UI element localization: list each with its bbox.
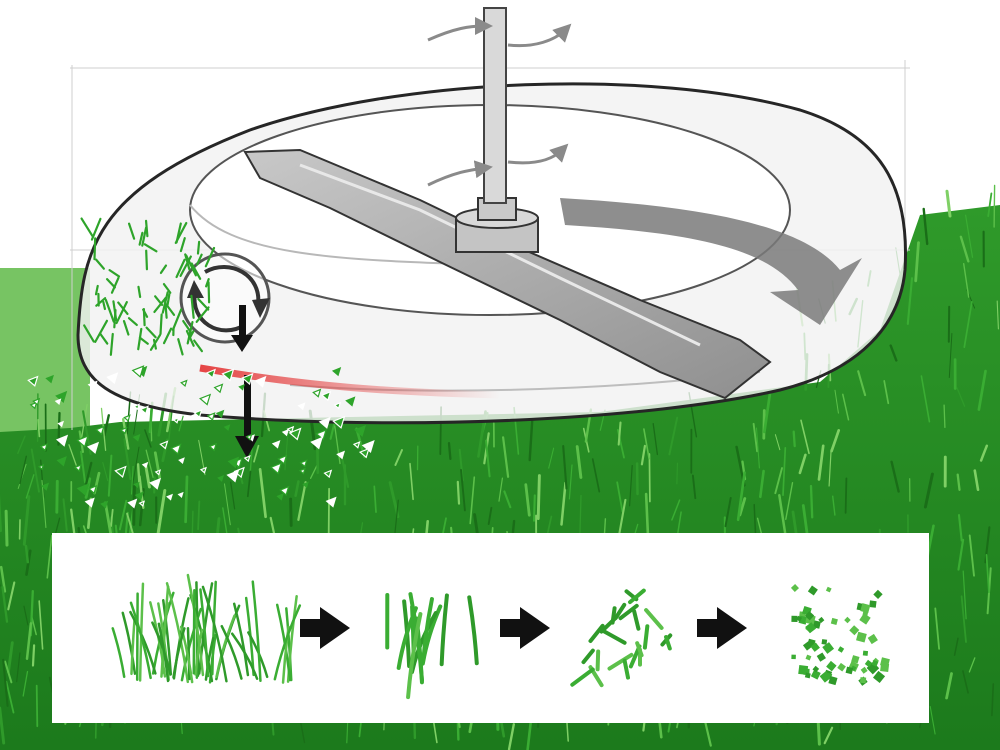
- down-arrow-icon: [231, 305, 253, 352]
- right-arrow-icon: [697, 607, 747, 649]
- circular-arrow-icon: [427, 160, 493, 187]
- whole-grass-illustration: [111, 573, 302, 684]
- chopped-pieces-illustration: [570, 588, 673, 688]
- mower-blade: [243, 148, 772, 400]
- circular-arrow-icon: [507, 143, 569, 165]
- circular-arrow-icon: [427, 17, 493, 42]
- grass-clippings: [27, 217, 375, 509]
- blade-assembly: [243, 7, 772, 400]
- right-arrow-icon: [300, 607, 350, 649]
- rotation-arrows: [427, 17, 572, 187]
- curved-arrow-icon: [560, 198, 862, 325]
- circular-arrow-icon: [507, 23, 572, 48]
- spindle-shaft: [483, 7, 507, 204]
- right-arrow-icon: [500, 607, 550, 649]
- fine-mulch-illustration: [790, 584, 890, 686]
- cut-zone: [199, 364, 501, 399]
- down-arrow-icon: [235, 375, 259, 458]
- mulching-stages-panel: [52, 533, 929, 723]
- stages-illustration: [111, 573, 890, 700]
- cut-blades-illustration: [385, 592, 479, 700]
- cycle-arrow-icon: [179, 252, 271, 344]
